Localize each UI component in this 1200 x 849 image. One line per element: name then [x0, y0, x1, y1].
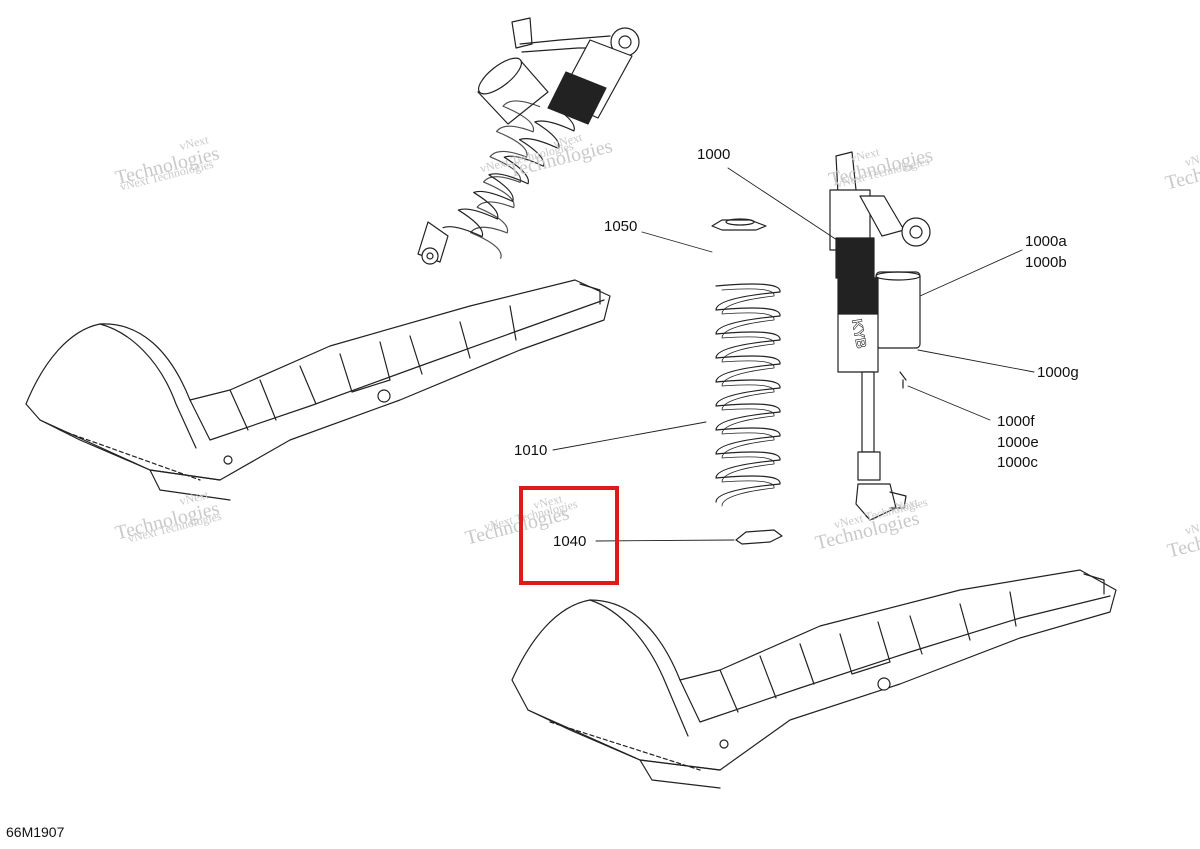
- callout-1000a[interactable]: 1000a: [1025, 233, 1067, 250]
- callout-1000b[interactable]: 1000b: [1025, 254, 1067, 271]
- callout-1000g[interactable]: 1000g: [1037, 364, 1079, 381]
- ski-right: [511, 569, 1117, 789]
- callout-1000f[interactable]: 1000f: [997, 413, 1035, 430]
- leader-lines: [552, 167, 1035, 542]
- part-1040-spring-seat: [735, 529, 783, 545]
- callout-1000c[interactable]: 1000c: [997, 454, 1038, 471]
- callout-1000[interactable]: 1000: [697, 146, 731, 163]
- callout-1010[interactable]: 1010: [514, 442, 548, 459]
- kyb-logo: KYB: [849, 318, 870, 350]
- part-1010-coil-spring: [715, 283, 781, 507]
- part-1050-spring-seat: [711, 218, 767, 231]
- diagram-code: 66M1907: [6, 824, 65, 840]
- ski-left: [25, 279, 611, 501]
- spring-coils-upper: [442, 100, 575, 259]
- part-1000-shock-absorber: [829, 151, 931, 521]
- shock-assembly-upper: [417, 17, 640, 265]
- callout-1000e[interactable]: 1000e: [997, 434, 1039, 451]
- highlight-box-1040: [519, 486, 619, 585]
- callout-1040[interactable]: 1040: [553, 533, 587, 550]
- callout-1050[interactable]: 1050: [604, 218, 638, 235]
